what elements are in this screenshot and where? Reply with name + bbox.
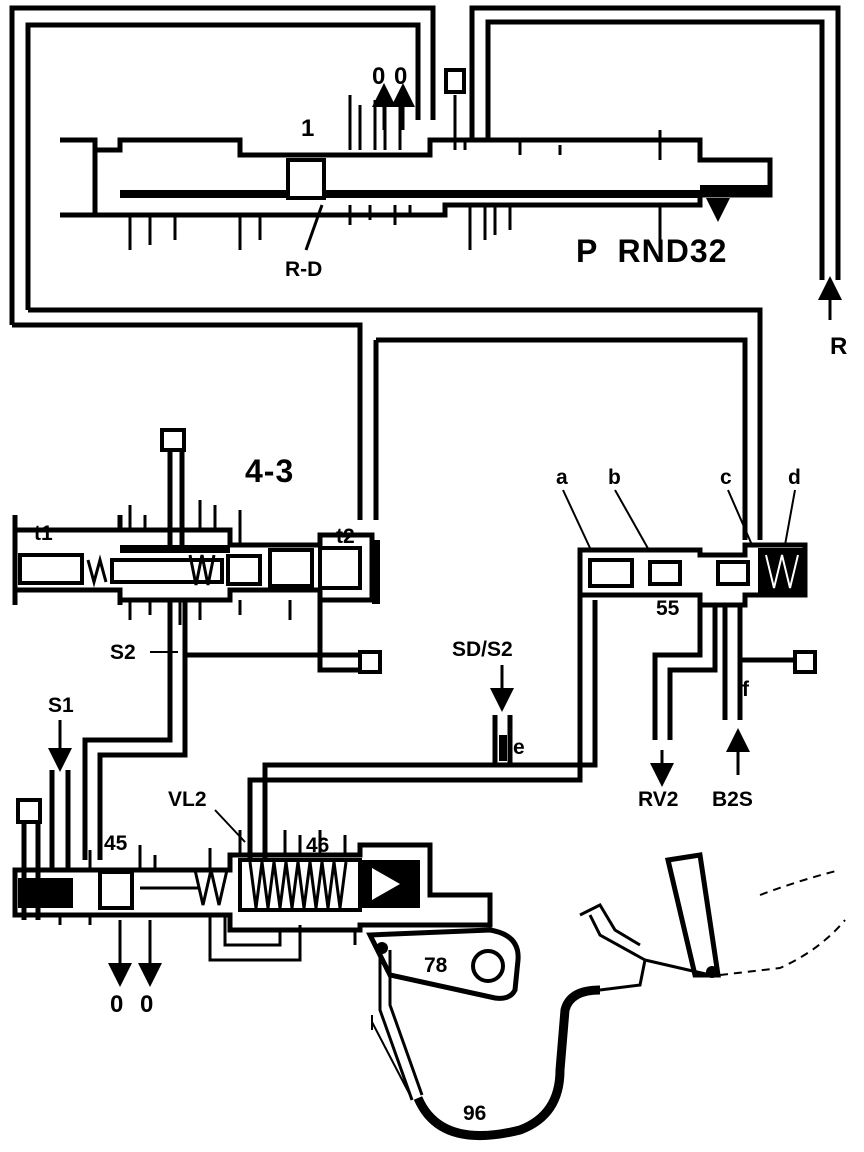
label-sds2: SD/S2 — [452, 638, 513, 661]
valve1-ports-top — [348, 95, 662, 160]
valve43-body — [12, 515, 375, 605]
s2-plug — [358, 650, 382, 674]
rd-leader — [304, 204, 324, 251]
valve46-tip — [372, 868, 400, 900]
label-vl2: VL2 — [168, 788, 207, 811]
valve43-land-b — [268, 548, 314, 588]
label-b2s: B2S — [712, 788, 753, 811]
valve45-ports — [58, 830, 357, 962]
valve1-ports-bottom — [128, 205, 662, 250]
valve43-plunger-left — [18, 553, 84, 585]
s1-line — [49, 770, 71, 870]
valve43-endstop — [372, 540, 380, 604]
label-t2: t2 — [336, 525, 355, 548]
label-b: b — [608, 466, 621, 489]
label-r: R — [830, 333, 847, 360]
valve45-body — [12, 842, 493, 933]
valve45-block — [18, 878, 73, 908]
label-t1: t1 — [34, 522, 53, 545]
sds2-input — [490, 665, 514, 765]
valve43-spring — [86, 554, 216, 588]
valve43-land-a — [226, 554, 262, 586]
label-c: c — [720, 466, 732, 489]
label-e: e — [513, 736, 525, 759]
valve43-top-plug — [160, 428, 186, 452]
valve55-body — [577, 542, 808, 608]
label-a: a — [556, 466, 568, 489]
valve-45-46 — [12, 720, 493, 987]
label-4-3: 4-3 — [245, 453, 294, 489]
label-out-o1: 0 — [372, 63, 385, 90]
sds2-line — [492, 715, 513, 765]
label-78: 78 — [424, 954, 448, 977]
valve46-spring — [248, 861, 348, 909]
valve55-land-a — [588, 558, 634, 588]
restrictor-e — [499, 735, 507, 761]
label-d: d — [788, 466, 801, 489]
valve55-ports — [247, 595, 795, 860]
label-out-o4: 0 — [140, 991, 153, 1018]
vl2-leader — [214, 809, 246, 843]
valve55-land-c — [716, 560, 750, 586]
valve1-body — [60, 137, 773, 218]
valve-4-3 — [12, 428, 380, 625]
label-out-o3: 0 — [110, 991, 123, 1018]
valve1-spool-end — [700, 185, 770, 195]
valve1-plug-top — [444, 68, 466, 94]
valve43-top-plug-line — [167, 450, 185, 545]
lever-78-hole — [471, 949, 505, 983]
label-45: 45 — [104, 832, 128, 855]
label-s2: S2 — [110, 641, 136, 664]
valve1-land — [286, 158, 326, 200]
cable-rod — [378, 950, 424, 1101]
rd-line — [12, 307, 763, 540]
valve55-land-b — [648, 560, 682, 586]
label-rd: R-D — [285, 258, 322, 281]
rod-bracket — [371, 1015, 411, 1096]
label-96: 96 — [463, 1102, 486, 1125]
valve43-land-c — [318, 546, 362, 590]
pedal-pivot — [706, 966, 718, 978]
floor-line — [719, 869, 846, 976]
lever-78 — [366, 927, 521, 1001]
label-valve-1: 1 — [301, 115, 314, 142]
valve45-land — [98, 870, 134, 910]
valve55-spring — [765, 554, 799, 589]
valve1-bore — [120, 190, 700, 198]
valve45-spring — [140, 869, 229, 906]
label-s1: S1 — [48, 694, 74, 717]
valve55-plug — [793, 650, 817, 674]
cable-96 — [413, 985, 601, 1140]
label-rv2: RV2 — [638, 788, 678, 811]
valve43-hatch — [120, 545, 230, 553]
abcd-leaders — [562, 489, 796, 553]
label-out-o2: 0 — [394, 63, 407, 90]
label-selector-positions: P RND32 — [576, 233, 727, 269]
lever-78-pivot — [376, 942, 388, 954]
label-46: 46 — [306, 834, 329, 857]
left-plug — [16, 798, 42, 824]
valve43-ports — [128, 500, 292, 625]
top-left-loop — [9, 5, 436, 325]
manual-valve-1 — [9, 5, 842, 540]
pedal-arm — [664, 852, 721, 978]
label-55: 55 — [656, 597, 680, 620]
s2-line — [82, 600, 360, 860]
valve-55 — [247, 489, 817, 860]
top-right-loop — [469, 5, 841, 280]
throttle-linkage — [366, 852, 846, 1140]
label-f: f — [742, 678, 750, 701]
